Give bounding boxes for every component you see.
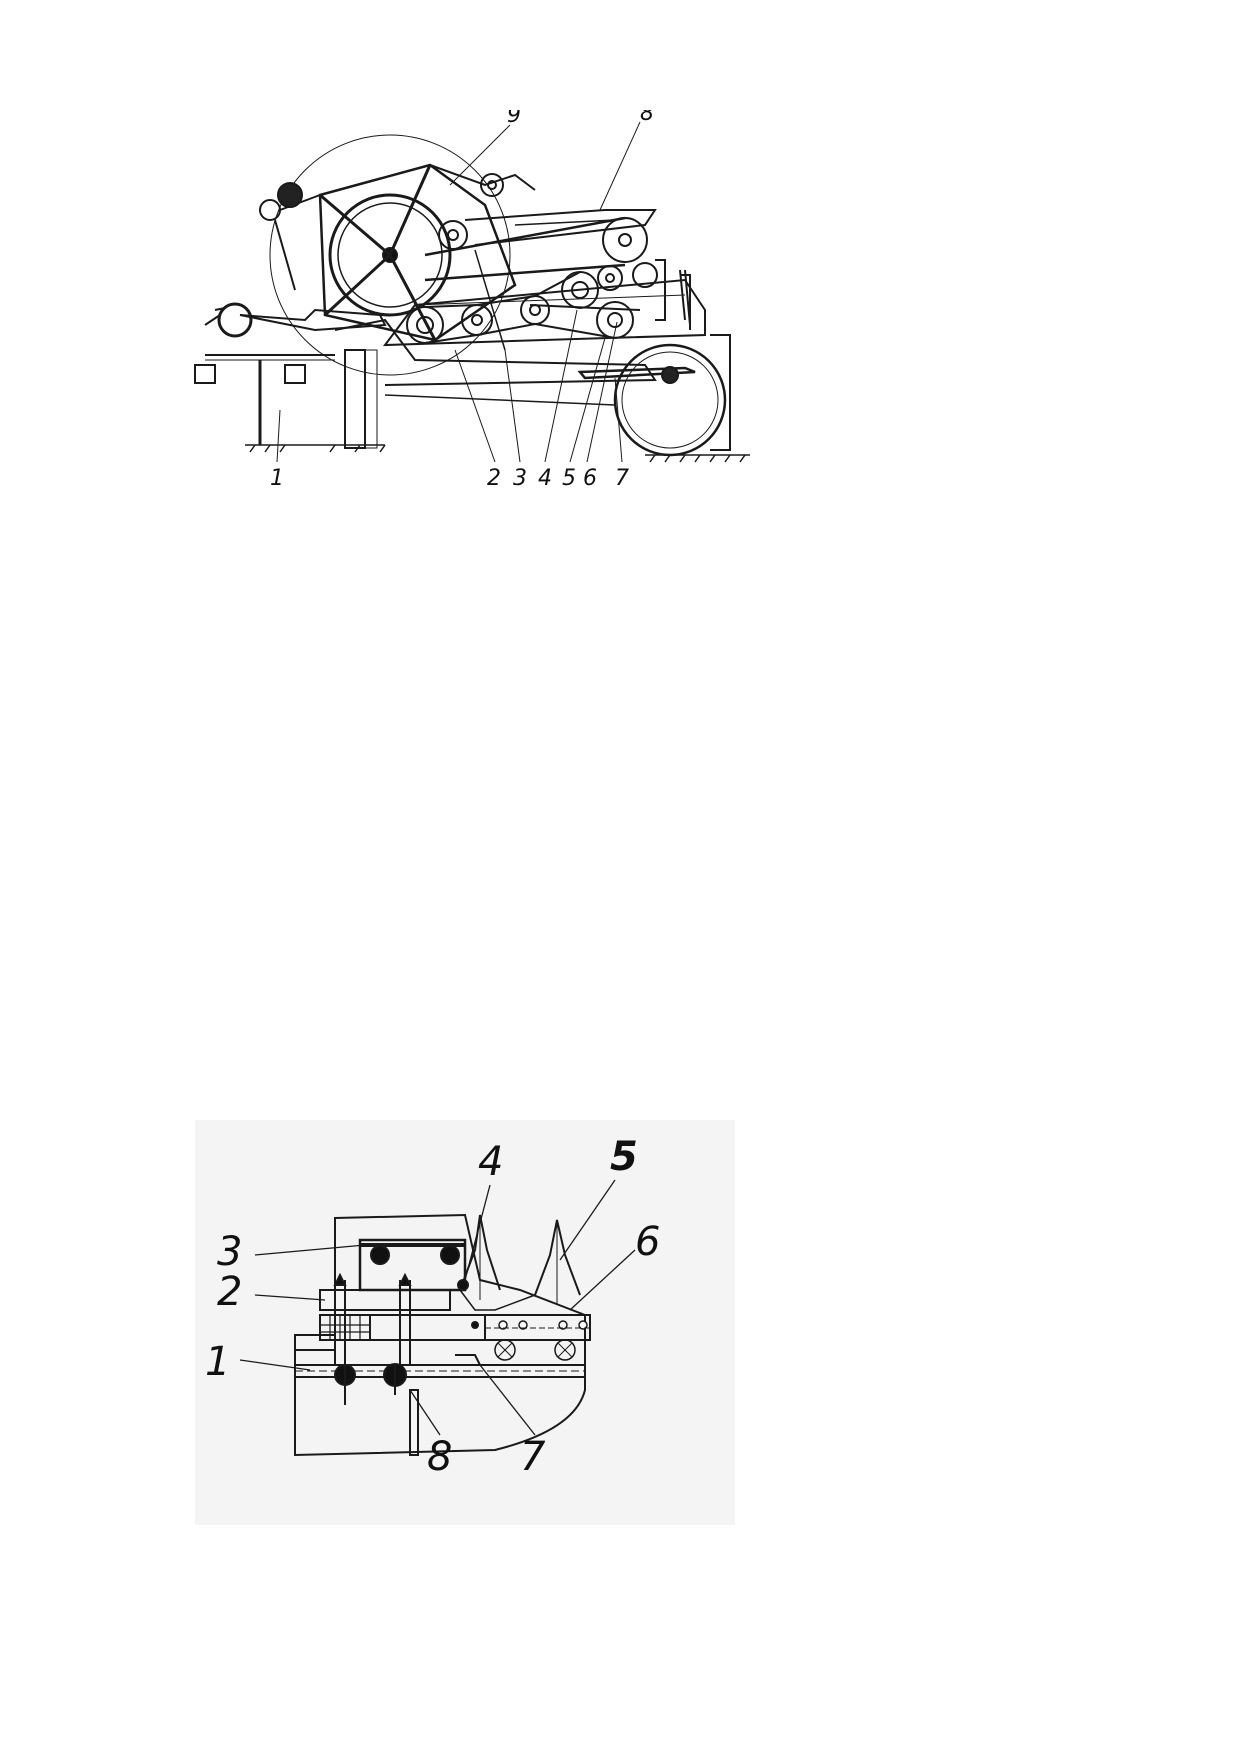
knife-mechanism-svg: 4 5 3 6 2 1 8 7: [205, 1134, 660, 1480]
section-circle-right: [554, 1339, 576, 1361]
knife-callout-5: 5: [610, 1134, 638, 1180]
reel-outer-circle: [269, 134, 511, 376]
knife-callout-2: 2: [217, 1269, 242, 1315]
drive-pulley-2: [461, 304, 493, 336]
knife-callout-1: 1: [205, 1339, 230, 1385]
hitch-wheel: [217, 302, 253, 338]
callout-4: 4: [538, 466, 552, 491]
knife-callout-3: 3: [217, 1229, 242, 1275]
idler-pulley: [438, 220, 468, 250]
knife-leader-lines: [239, 1179, 636, 1436]
upper-right-pulley: [602, 217, 648, 263]
bolt-3-right: [440, 1245, 460, 1265]
knife-callout-8: 8: [427, 1434, 452, 1480]
pulley-6: [632, 262, 658, 288]
machine-side-view-svg: 9 8 1 2 3 4 5 6 7: [194, 101, 750, 491]
knife-callout-4: 4: [478, 1139, 503, 1185]
reel-knot-blob: [277, 182, 303, 208]
callout-7: 7: [615, 466, 629, 491]
section-circle-left: [494, 1339, 516, 1361]
pin-4: [457, 1279, 469, 1291]
ground-wheel: [613, 343, 727, 457]
reel-drum: [328, 193, 452, 317]
knife-drive-rod: [369, 1314, 486, 1341]
callout-3: 3: [513, 466, 527, 491]
callout-2: 2: [487, 466, 501, 491]
callout-8: 8: [640, 110, 654, 126]
lower-support: [409, 1389, 419, 1456]
callout-1: 1: [270, 466, 284, 491]
wheel-fender: [710, 334, 731, 451]
knife-mechanism-detail-drawing: 4 5 3 6 2 1 8 7: [195, 1120, 735, 1525]
callout-9: 9: [507, 110, 521, 128]
ground-hatching: [249, 444, 750, 463]
hitch-block-right: [284, 364, 306, 384]
support-post-left: [344, 349, 366, 449]
knife-callout-7: 7: [520, 1434, 546, 1480]
plate-2: [319, 1289, 451, 1311]
upper-pulley: [480, 173, 504, 197]
casing-outline: [294, 1213, 586, 1457]
bolt-3-left: [370, 1245, 390, 1265]
hitch-block-left: [194, 364, 216, 384]
callout-5: 5: [562, 466, 576, 491]
knife-callout-6: 6: [635, 1219, 660, 1265]
leader-lines: [276, 121, 641, 463]
guard-finger-right: [534, 1219, 581, 1296]
callout-6: 6: [583, 466, 597, 491]
machine-side-view-drawing: 9 8 1 2 3 4 5 6 7: [185, 101, 850, 555]
